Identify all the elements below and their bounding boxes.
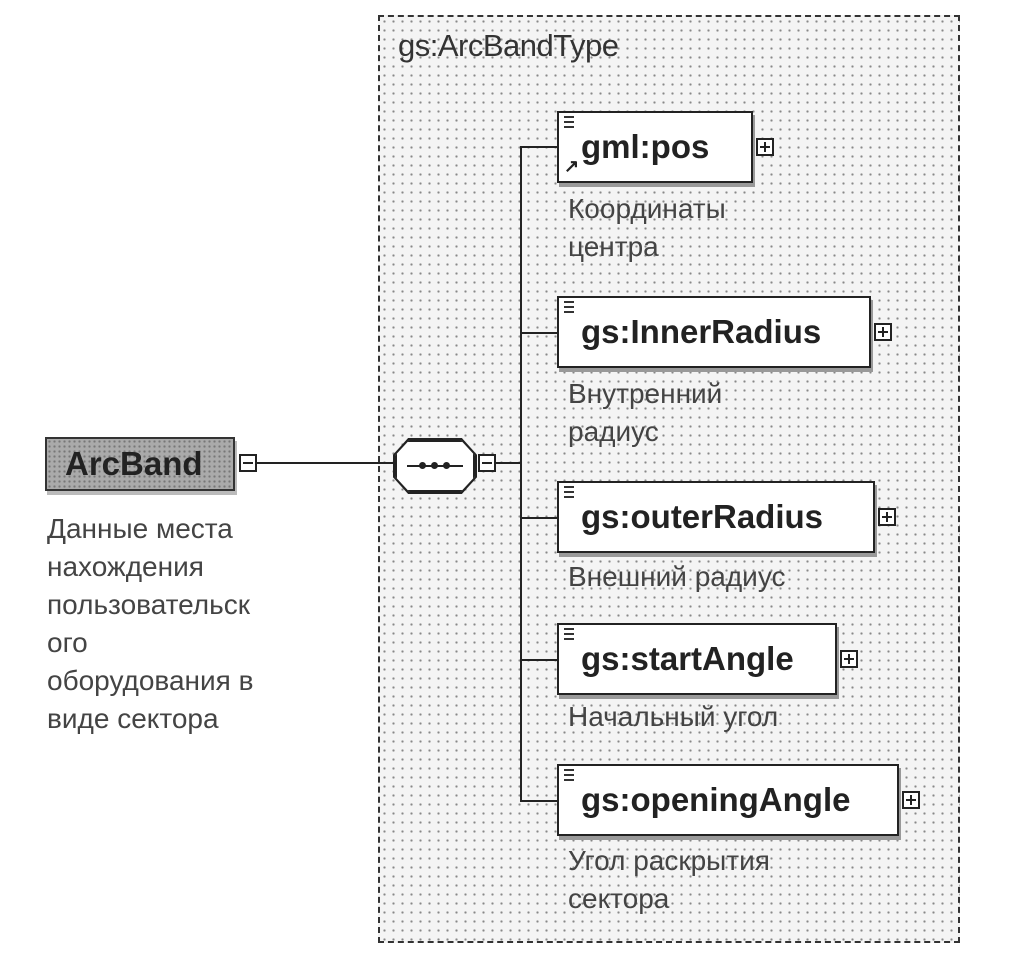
description-line: Угол раскрытия — [568, 845, 770, 876]
reference-arrow-icon: ↗ — [564, 156, 580, 176]
element-description: Угол раскрытия сектора — [568, 842, 770, 918]
element-name: gs:InnerRadius — [581, 313, 822, 350]
description-line: виде сектора — [47, 703, 219, 734]
description-line: Внешний радиус — [568, 561, 786, 592]
connector-line — [520, 146, 558, 148]
element-start-angle[interactable]: gs:startAngle — [557, 623, 837, 695]
documentation-icon — [564, 116, 574, 128]
sequence-compositor[interactable] — [395, 440, 475, 492]
description-line: радиус — [568, 416, 659, 447]
connector-line — [520, 659, 558, 661]
element-description: Внутренний радиус — [568, 375, 722, 451]
expand-plus-icon[interactable] — [878, 508, 896, 526]
description-line: оборудования в — [47, 665, 254, 696]
element-name: gml:pos — [581, 128, 710, 165]
root-description: Данные места нахождения пользовательск о… — [47, 510, 253, 738]
description-line: Внутренний — [568, 378, 723, 409]
documentation-icon — [564, 769, 574, 781]
sequence-dot-icon — [431, 462, 438, 469]
collapse-minus-icon[interactable] — [239, 454, 257, 472]
documentation-icon — [564, 628, 574, 640]
expand-plus-icon[interactable] — [840, 650, 858, 668]
collapse-minus-icon[interactable] — [478, 454, 496, 472]
element-inner-radius[interactable]: gs:InnerRadius — [557, 296, 871, 368]
element-name: gs:outerRadius — [581, 498, 824, 535]
element-name: gs:openingAngle — [581, 781, 851, 818]
documentation-icon — [564, 301, 574, 313]
sequence-dot-icon — [419, 462, 426, 469]
description-line: Данные места — [47, 513, 233, 544]
documentation-icon — [564, 486, 574, 498]
element-gml-pos[interactable]: ↗ gml:pos — [557, 111, 753, 183]
description-line: пользовательск — [47, 589, 250, 620]
expand-plus-icon[interactable] — [902, 791, 920, 809]
connector-line — [520, 800, 558, 802]
description-line: нахождения — [47, 551, 204, 582]
description-line: ого — [47, 627, 88, 658]
expand-plus-icon[interactable] — [874, 323, 892, 341]
expand-plus-icon[interactable] — [756, 138, 774, 156]
element-description: Координаты центра — [568, 190, 726, 266]
sequence-dot-icon — [443, 462, 450, 469]
connector-line — [520, 517, 558, 519]
description-line: сектора — [568, 883, 670, 914]
complex-type-label: gs:ArcBandType — [398, 28, 619, 63]
element-name: gs:startAngle — [581, 640, 794, 677]
connector-line — [257, 462, 395, 464]
connector-line — [496, 462, 522, 464]
element-description: Начальный угол — [568, 698, 778, 736]
element-outer-radius[interactable]: gs:outerRadius — [557, 481, 875, 553]
element-opening-angle[interactable]: gs:openingAngle — [557, 764, 899, 836]
root-element-arcband[interactable]: ArcBand — [45, 437, 235, 491]
description-line: Начальный угол — [568, 701, 779, 732]
connector-line — [520, 332, 558, 334]
description-line: центра — [568, 231, 659, 262]
connector-trunk — [520, 146, 522, 802]
description-line: Координаты — [568, 193, 726, 224]
element-description: Внешний радиус — [568, 558, 786, 596]
